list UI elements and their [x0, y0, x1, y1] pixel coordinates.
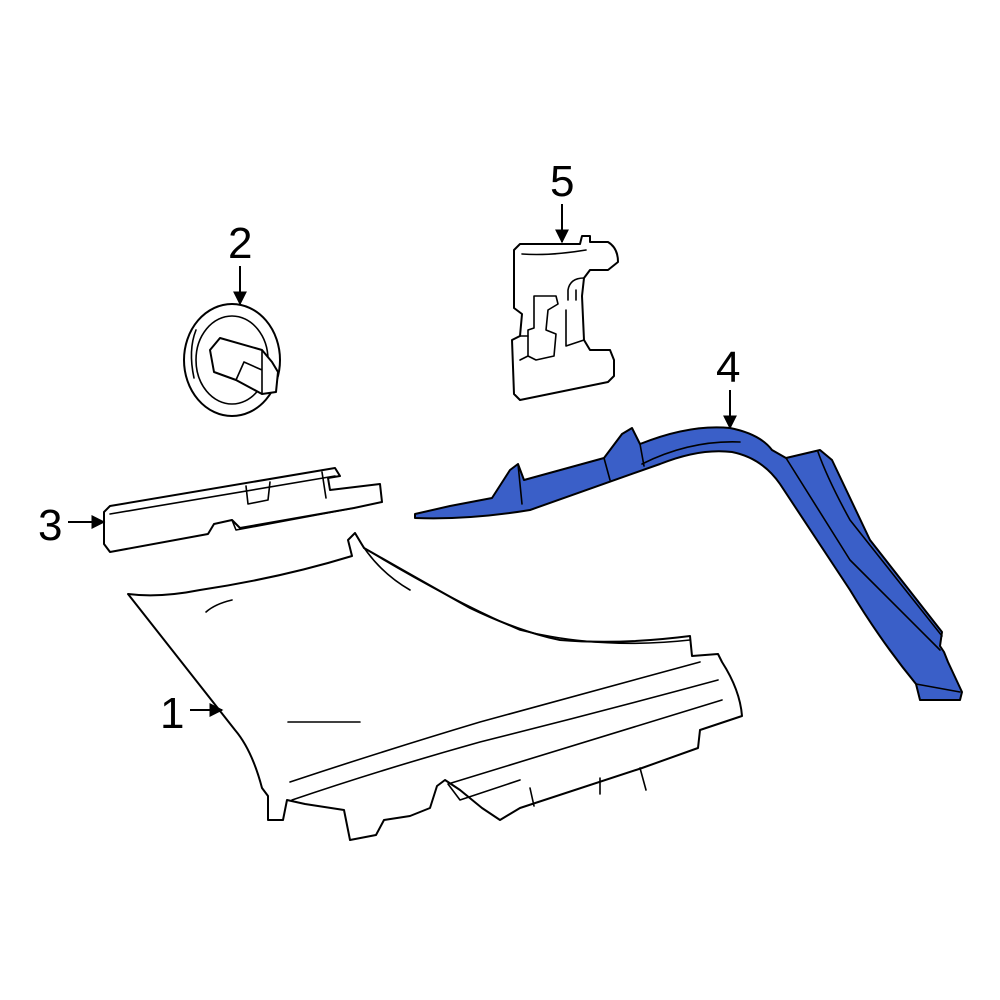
callout-4-label: 4	[716, 343, 740, 392]
part-1-quarter-trim-panel	[127, 532, 743, 841]
part-4-pillar-trim	[414, 426, 963, 701]
callout-1: 1	[160, 689, 224, 738]
callout-3: 3	[38, 501, 106, 550]
callout-2: 2	[228, 219, 252, 306]
callout-3-label: 3	[38, 501, 62, 550]
callout-5: 5	[550, 157, 574, 244]
callout-2-label: 2	[228, 219, 252, 268]
part-3-upper-trim-strip	[103, 467, 383, 553]
callout-1-label: 1	[160, 689, 184, 738]
callout-4: 4	[716, 343, 740, 430]
part-5-mounting-bracket	[511, 235, 619, 401]
part-2-retainer-clip	[183, 303, 281, 417]
callout-5-label: 5	[550, 157, 574, 206]
